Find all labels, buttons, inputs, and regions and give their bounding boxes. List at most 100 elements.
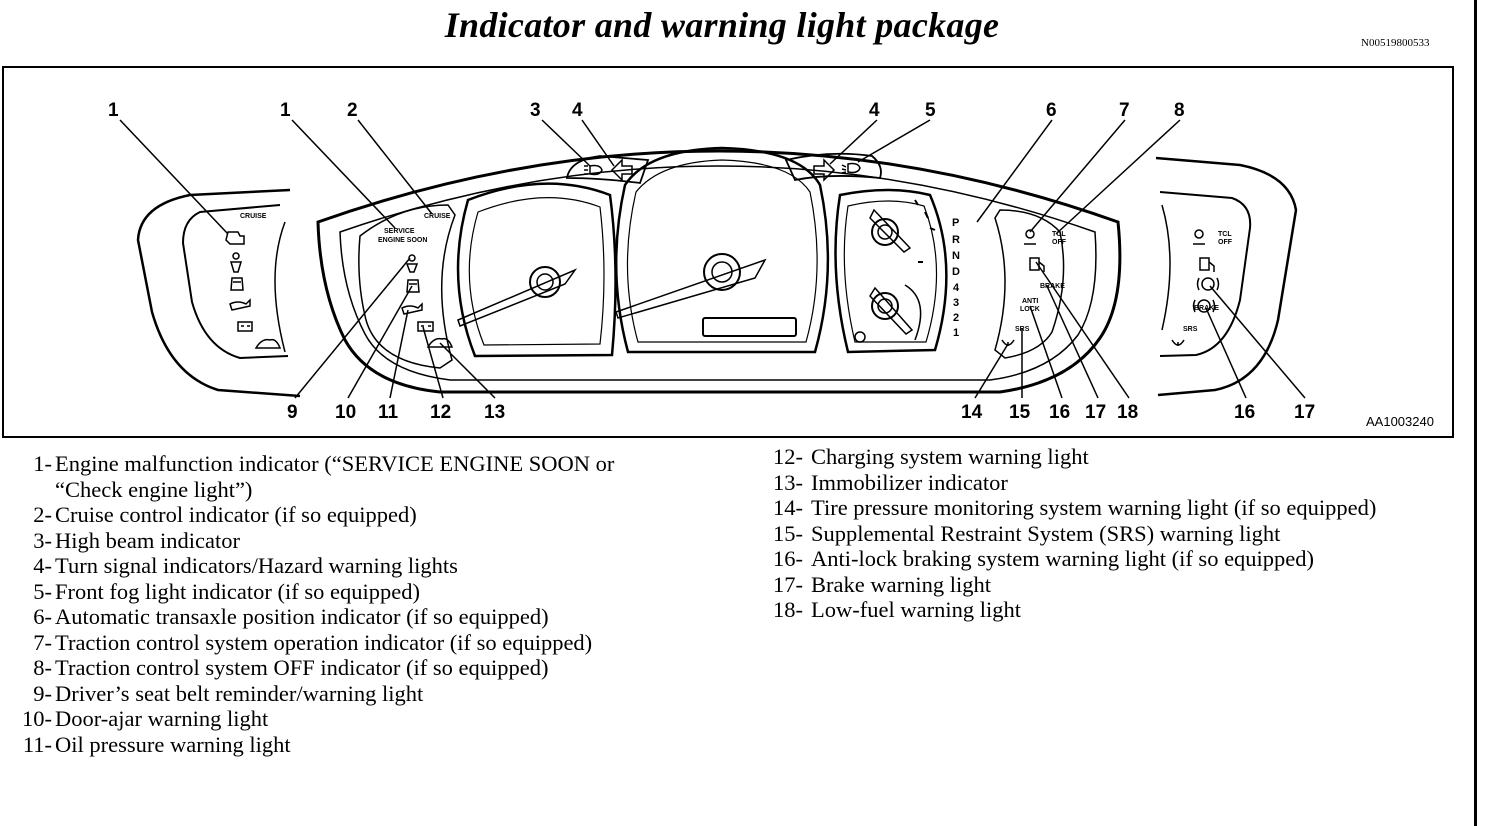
legend-number: 18- (773, 597, 803, 622)
legend-text: Traction control system operation indica… (55, 629, 593, 655)
legend-text: Door-ajar warning light (55, 706, 269, 731)
legend-number: 3- (33, 527, 52, 553)
legend-text: Turn signal indicators/Hazard warning li… (55, 553, 458, 578)
indicator-icons (225, 158, 1220, 349)
legend-number: 4- (33, 553, 52, 578)
gear-letter: R (952, 234, 960, 246)
gear-indicator: P R N D 4 3 2 1 (952, 217, 960, 339)
legend-item: 12- Charging system warning light (765, 444, 1376, 470)
legend-item: 16-Anti-lock braking system warning ligh… (765, 546, 1376, 572)
callout-number: 8 (1174, 100, 1185, 121)
callout-number: 4 (869, 100, 880, 121)
legend-item: 6-Automatic transaxle position indicator… (14, 604, 614, 630)
page-title: Indicator and warning light package (444, 5, 1000, 45)
legend-text: Engine malfunction indicator (“SERVICE E… (55, 451, 615, 502)
callout-number: 16 (1049, 402, 1070, 423)
gear-letter: 4 (953, 282, 960, 294)
label-tcl-off-right: OFF (1218, 239, 1233, 246)
main-cluster (316, 146, 1122, 394)
figure-code: AA1003240 (1366, 414, 1434, 429)
callout-number: 10 (335, 402, 356, 423)
legend-number: 2- (33, 502, 52, 527)
gear-letter: 3 (953, 297, 959, 309)
abs-circle-icon (1192, 299, 1216, 313)
label-srs-right: SRS (1183, 326, 1198, 333)
label-lock: LOCK (1020, 306, 1040, 313)
gear-letter: D (952, 266, 960, 278)
legend-number: 9- (33, 680, 52, 706)
gear-letter: 1 (953, 327, 959, 339)
callout-number: 9 (287, 402, 298, 423)
legend-text: High beam indicator (55, 527, 240, 553)
right-side-pod (1155, 156, 1298, 397)
legend-number: 15- (773, 520, 803, 546)
legend-text: Cruise control indicator (if so equipped… (55, 502, 417, 527)
fog-light-icon (841, 162, 861, 174)
gear-letter: 2 (953, 312, 959, 324)
tire-pressure-icon (1171, 339, 1185, 346)
legend-text: Brake warning light (811, 571, 991, 597)
figure-frame (2, 66, 1454, 438)
label-anti: ANTI (1022, 298, 1038, 305)
gear-letter: N (952, 250, 960, 262)
gauge-needles (457, 199, 936, 343)
turn-left-arrow-icon (610, 158, 633, 182)
label-cruise-left: CRUISE (240, 213, 267, 220)
legend-text: Oil pressure warning light (55, 731, 291, 757)
callout-number: 5 (925, 100, 936, 121)
seatbelt-icon (405, 254, 419, 273)
legend-number: 12- (773, 444, 803, 469)
legend-item: 18-Low-fuel warning light (765, 597, 1376, 623)
label-tcl-right: TCL (1218, 231, 1232, 238)
label-service: SERVICE (384, 228, 415, 235)
legend-item: 17- Brake warning light (765, 572, 1376, 598)
legend-number: 17- (773, 571, 803, 597)
oil-pressure-icon (229, 298, 251, 311)
leader-lines (119, 119, 1306, 399)
legend-item: 5-Front fog light indicator (if so equip… (14, 579, 614, 605)
legend-text: Supplemental Restraint System (SRS) warn… (811, 520, 1281, 546)
low-fuel-icon (1029, 257, 1045, 272)
legend-text: Charging system warning light (811, 444, 1089, 469)
legend-number: 1- (33, 451, 52, 476)
legend-text: Tire pressure monitoring system warning … (811, 495, 1377, 520)
traction-control-icon (1024, 229, 1036, 245)
label-tcl-off: OFF (1052, 239, 1067, 246)
callout-number: 7 (1119, 100, 1130, 121)
legend-item: 1-Engine malfunction indicator (“SERVICE… (14, 451, 614, 502)
label-tcl: TCL (1052, 231, 1066, 238)
panel-labels: CRUISE CRUISE SERVICE ENGINE SOON TCL OF… (240, 213, 1233, 333)
seatbelt-icon (229, 252, 243, 273)
callout-number: 2 (347, 100, 358, 121)
door-ajar-icon (406, 279, 420, 293)
legend-text: Immobilizer indicator (811, 469, 1008, 495)
legend-item: 4-Turn signal indicators/Hazard warning … (14, 553, 614, 579)
legend-number: 7- (33, 629, 52, 655)
legend-item: 8-Traction control system OFF indicator … (14, 655, 614, 681)
callout-number: 17 (1294, 402, 1315, 423)
callout-number: 1 (280, 100, 291, 121)
legend-item: 15- Supplemental Restraint System (SRS) w… (765, 521, 1376, 547)
battery-icon (417, 321, 434, 332)
callout-number: 14 (961, 402, 983, 423)
callout-number: 6 (1046, 100, 1057, 121)
oil-pressure-icon (401, 302, 423, 315)
legend-left-column: 1-Engine malfunction indicator (“SERVICE… (14, 451, 614, 757)
legend-number: 16- (773, 546, 803, 571)
legend-number: 8- (33, 655, 52, 680)
legend-item: 3-High beam indicator (14, 528, 614, 554)
callout-number: 15 (1009, 402, 1031, 423)
legend-item: 14- Tire pressure monitoring system warni… (765, 495, 1376, 521)
document-code: N00519800533 (1361, 37, 1430, 49)
legend-number: 5- (33, 578, 52, 604)
legend-number: 13- (773, 469, 803, 495)
brake-circle-icon (1196, 277, 1220, 291)
legend-number: 14- (773, 495, 803, 520)
legend-text: Driver’s seat belt reminder/warning ligh… (55, 680, 424, 706)
legend-number: 10- (22, 706, 52, 731)
left-side-pod (136, 188, 301, 398)
legend-text: Traction control system OFF indicator (i… (55, 655, 549, 680)
legend-right-column: 12- Charging system warning light 13- Immo… (765, 444, 1376, 623)
callout-number: 17 (1085, 402, 1106, 423)
